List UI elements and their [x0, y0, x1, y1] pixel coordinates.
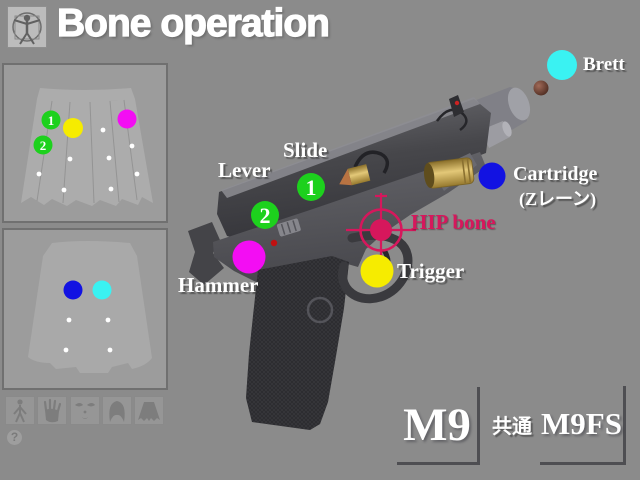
ball-bone: [533, 80, 549, 96]
ejected-cartridge: [423, 157, 475, 189]
front-marker-2[interactable]: [33, 135, 53, 155]
bone-dots-front[interactable]: [36, 127, 140, 193]
m9-tag[interactable]: M9: [397, 387, 480, 465]
gun-muzzle-face: [507, 87, 531, 121]
gun-rear-sight: [353, 150, 390, 174]
label-brett: Brett: [583, 54, 625, 75]
front-sight-dot: [454, 100, 460, 106]
common-label: 共通: [492, 416, 532, 438]
red-indicator-dot: [270, 239, 278, 247]
bone-panel-skirt-back[interactable]: [2, 228, 168, 390]
vitruvian-man-icon: [7, 6, 47, 48]
bone-panel-skirt-front[interactable]: 1 2: [2, 63, 168, 223]
skirt-back-shape: [28, 241, 152, 373]
brett-marker[interactable]: [547, 50, 577, 80]
face-icon[interactable]: [70, 396, 100, 425]
bone-dots-back[interactable]: [63, 317, 113, 353]
gun-grip-checkering: [246, 256, 349, 430]
trigger-marker[interactable]: [360, 254, 394, 288]
label-hammer: Hammer: [178, 273, 259, 297]
gun-port-bullet: [339, 164, 371, 186]
hammer-marker[interactable]: [232, 240, 266, 274]
body-icon[interactable]: [5, 396, 35, 425]
label-hip-bone: HIP bone: [411, 210, 496, 234]
label-cartridge: Cartridge: [513, 163, 598, 185]
label-cartridge-sub: (Zレーン): [519, 189, 597, 209]
front-marker-magenta[interactable]: [117, 109, 137, 129]
gun-safety-lever: [276, 218, 301, 237]
label-trigger: Trigger: [397, 259, 465, 283]
gun-takedown-hook: [435, 108, 468, 132]
hair-icon[interactable]: [102, 396, 132, 425]
help-button[interactable]: ?: [7, 430, 22, 445]
cartridge-marker[interactable]: [478, 162, 506, 190]
page-title: Bone operation: [56, 1, 330, 45]
back-marker-blue[interactable]: [63, 280, 83, 300]
hand-icon[interactable]: [37, 396, 67, 425]
lever-marker-number: 2: [260, 203, 271, 228]
front-marker-yellow[interactable]: [63, 118, 83, 138]
gun-front-sight: [449, 95, 464, 117]
label-lever: Lever: [218, 158, 271, 182]
label-slide: Slide: [283, 138, 328, 162]
gun-slide-top-highlight: [221, 97, 480, 198]
back-marker-cyan[interactable]: [92, 280, 112, 300]
slide-marker-number: 1: [306, 175, 317, 200]
gun-trigger-guard: [338, 230, 413, 304]
front-marker-2-label: 2: [40, 138, 47, 153]
gun-frame: [213, 152, 486, 291]
m9fs-tag[interactable]: M9FS: [540, 386, 626, 465]
front-marker-1[interactable]: [41, 110, 61, 130]
gun-rear-frame: [188, 222, 224, 285]
slide-marker[interactable]: [297, 173, 325, 201]
gun-grip-medallion: [306, 296, 334, 324]
skirt-icon[interactable]: [134, 396, 164, 425]
lever-marker[interactable]: [251, 201, 279, 229]
front-marker-1-label: 1: [48, 113, 55, 128]
